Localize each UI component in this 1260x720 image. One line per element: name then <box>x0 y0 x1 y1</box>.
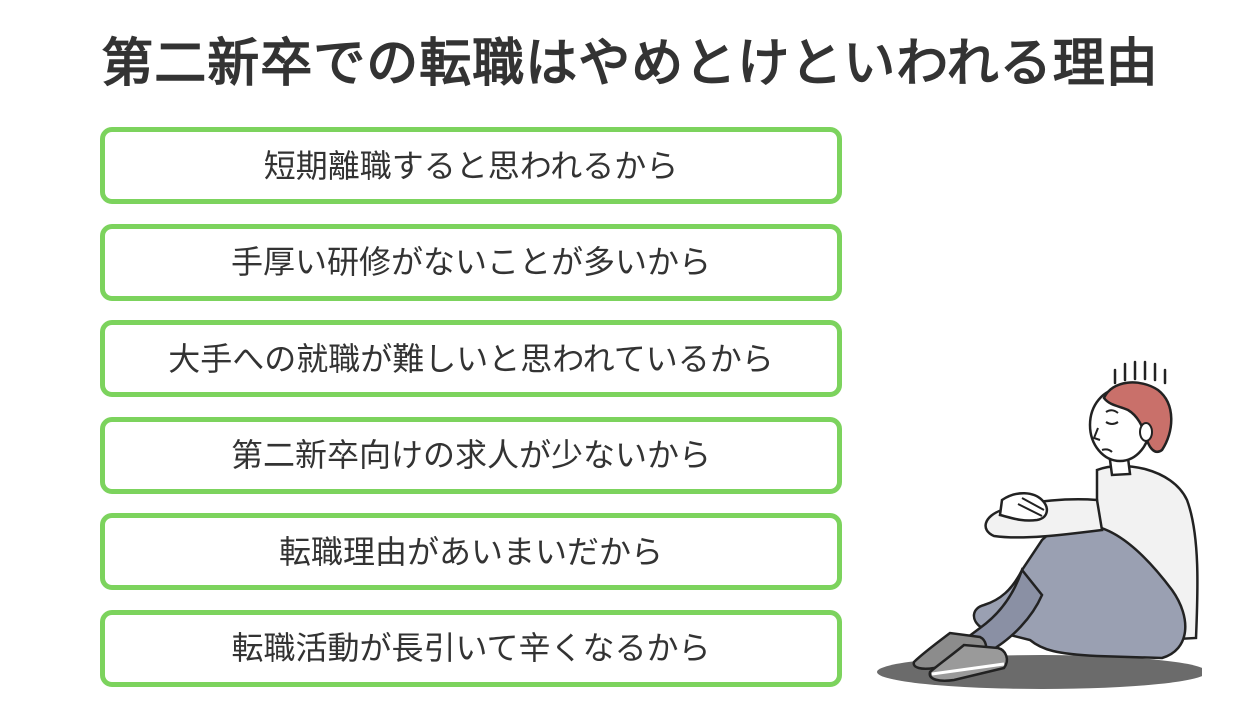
reason-list: 短期離職すると思われるから 手厚い研修がないことが多いから 大手への就職が難しい… <box>100 127 842 706</box>
reason-item: 手厚い研修がないことが多いから <box>100 223 842 301</box>
worried-sitting-person-icon <box>877 360 1202 689</box>
hair <box>1102 381 1173 453</box>
worry-lines <box>1113 360 1167 385</box>
reason-item: 大手への就職が難しいと思われているから <box>100 320 842 397</box>
reason-item: 第二新卒向けの求人が少ないから <box>100 416 842 494</box>
back-shoe <box>912 631 988 670</box>
page-title: 第二新卒での転職はやめとけといわれる理由 <box>101 34 1159 94</box>
reason-item: 転職理由があいまいだから <box>100 513 842 590</box>
reason-item: 転職活動が長引いて辛くなるから <box>100 609 842 687</box>
reason-item: 短期離職すると思われるから <box>100 127 842 204</box>
